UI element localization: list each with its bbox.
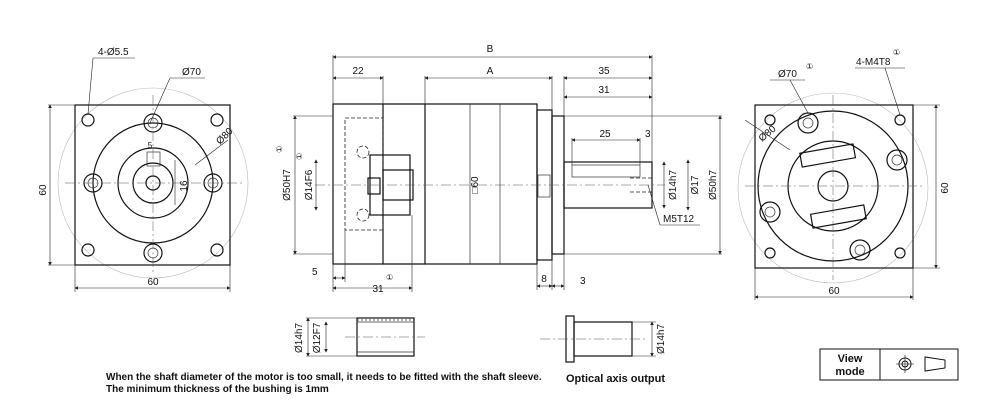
side-thread-label: M5T12 [663,214,695,225]
left-view-square-flange [74,104,231,266]
right-pcd-mark: ① [806,62,813,71]
side-key-length-label: 25 [599,129,611,140]
sleeve-note-line2: The minimum thickness of the bushing is … [106,384,329,395]
optical-shaft-label: Ø14h7 [656,324,667,354]
view-mode-label-line1: View [838,353,863,365]
left-height-label: 60 [38,184,49,196]
side-shaft-length-label: 31 [598,85,610,96]
side-bore-mark: ① [295,153,304,160]
side-bore-label: Ø14F6 [304,169,315,200]
left-view: 60 60 4-Ø5.5 Ø70 Ø80 16 5 [38,47,249,292]
sleeve-outer-label: Ø14h7 [294,323,305,353]
side-overall-label: B [487,44,494,55]
right-view: 60 60 4-M4T8 ① Ø70 ① Ø80 [737,48,951,300]
view-mode-label-line2: mode [835,366,864,378]
side-input-flange [332,103,384,265]
side-view: B 22 A 35 31 25 3 Ø50H7 ① Ø14F6 ① □60 Ø1… [275,44,722,295]
left-hole-tl [81,113,95,127]
side-flange-label: 22 [352,66,364,77]
side-gearbox-body [424,103,538,265]
side-shaft-outer-label: Ø17 [690,175,701,194]
left-view-keyway [146,151,161,167]
left-key-label: 16 [179,180,190,192]
sleeve-note-line1: When the shaft diameter of the motor is … [106,372,542,383]
right-tap-mark: ① [893,48,900,57]
side-key-offset-label: 3 [645,129,651,140]
left-outer-label: Ø80 [214,126,235,147]
right-view-square-flange [754,104,914,269]
left-hole-tr [210,113,224,127]
optical-caption: Optical axis output [566,373,665,385]
right-tap-callout: 4-M4T8 [856,57,891,68]
left-hole-callout: 4-Ø5.5 [98,47,129,58]
right-pcd-label: Ø70 [778,69,797,80]
side-square-label: □60 [470,176,481,194]
right-width-label: 60 [828,286,840,297]
left-hole-bl [81,243,95,257]
right-height-label: 60 [940,182,951,194]
side-bottom-5-label: 5 [312,267,318,278]
side-bottom-8-label: 8 [541,274,547,285]
side-shaft-label: Ø14h7 [668,170,679,200]
side-body-label: A [487,66,494,77]
side-bottom-31-label: 31 [372,284,384,295]
side-pilot-label: Ø50H7 [282,169,293,201]
left-width-label: 60 [147,277,159,288]
view-mode-box: View mode [819,348,959,381]
side-bottom-3-label: 3 [580,276,586,287]
side-spigot-label: Ø50h7 [708,170,719,200]
sleeve-drawing: Ø14h7 Ø12F7 When the shaft diameter of t… [106,317,542,395]
side-bottom-31-mark: ① [386,273,393,282]
side-pilot-mark: ① [275,146,284,153]
left-key-small-label: 5 [148,141,153,150]
right-outer-label: Ø80 [757,123,779,144]
side-shaft-total-label: 35 [598,66,610,77]
left-view-bg-circle [57,87,249,279]
left-hole-br [210,243,224,257]
first-angle-projection-icon [896,355,946,373]
side-shaft-key [571,164,641,178]
sleeve-inner-label: Ø12F7 [312,322,323,353]
left-pcd-label: Ø70 [182,67,201,78]
optical-axis-drawing: Ø14h7 Optical axis output [540,315,667,385]
